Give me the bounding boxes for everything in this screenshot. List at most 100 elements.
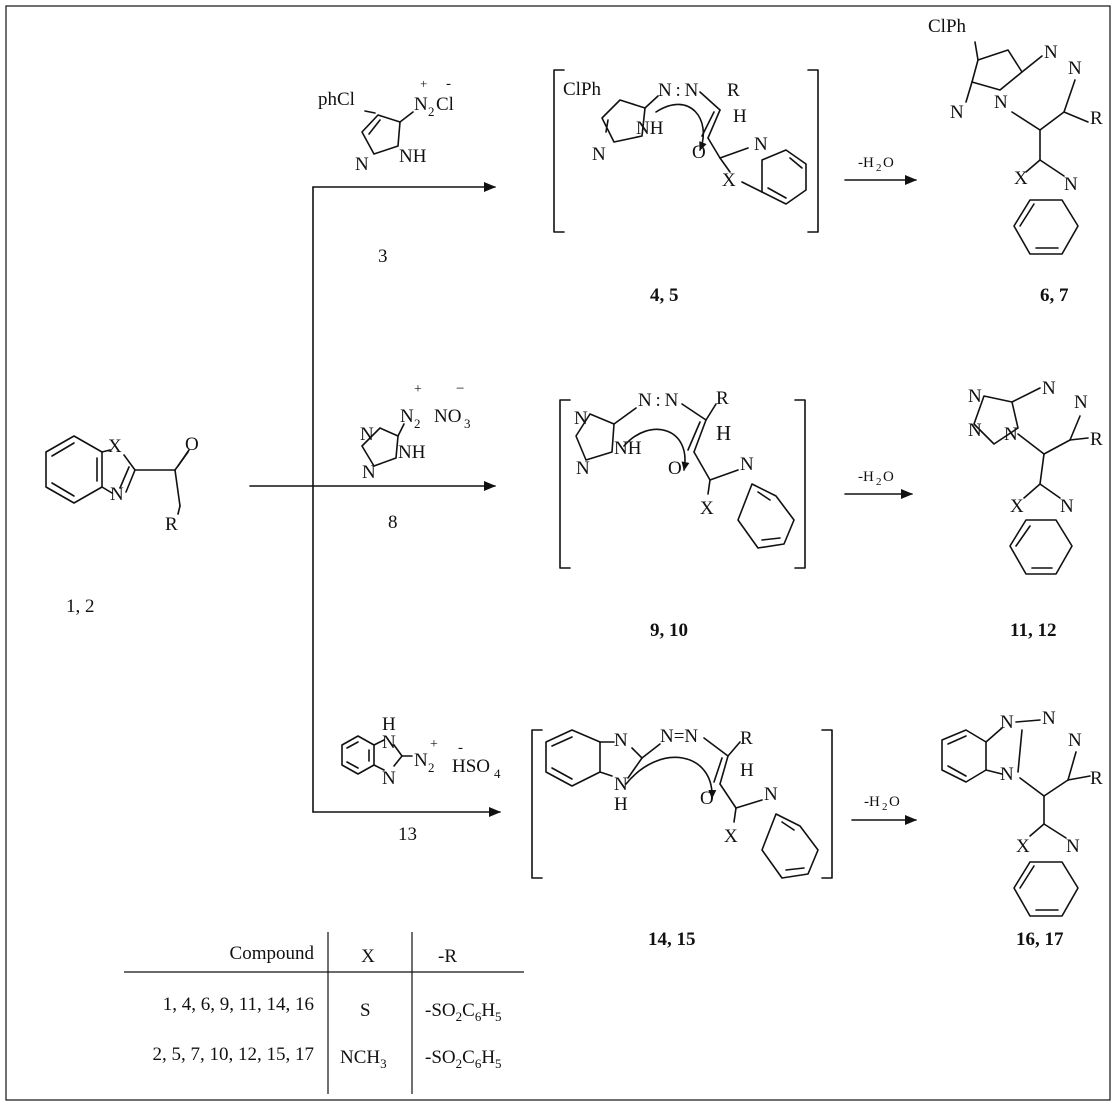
reagent-13-plus: + [430,737,438,752]
water-2-sub: 2 [876,476,882,488]
compound-label-14-15: 14, 15 [648,929,696,950]
intermediate-4-5: ClPh N : N R H O N X N NH [553,69,819,233]
int-9-10-x: X [700,498,714,519]
prod-6-7-n1: N [950,102,964,123]
water-1-h: -H [858,155,874,171]
product-16-17: N N N N R X N [941,708,1103,917]
int-4-5-r: R [727,80,740,101]
prod-16-17-x: X [1016,836,1030,857]
prod-6-7-n3: N [1044,42,1058,63]
int-9-10-h: H [716,421,731,445]
prod-16-17-n2: N [1000,764,1014,785]
compound-label-1-2: 1, 2 [66,596,95,617]
prod-11-12-x: X [1010,496,1024,517]
reagent-8-sub3: 3 [464,416,471,431]
reagent-3-phcl: phCl [318,89,355,110]
int-4-5-nh: NH [636,118,664,139]
int-4-5-o: O [692,142,706,163]
int-9-10-nh: NH [614,438,642,459]
int-9-10-n2: N [576,458,590,479]
atom-o: O [185,434,199,455]
reagent-3-nh: NH [399,146,427,167]
reagent-13-sub4: 4 [494,766,501,781]
int-14-15-h1: H [614,794,628,815]
int-4-5-n: N [754,134,768,155]
prod-16-17-n3: N [1042,708,1056,729]
intermediate-14-15: N N H N=N R H O N X [531,726,833,879]
prod-16-17-n1: N [1000,712,1014,733]
int-4-5-h: H [733,106,747,127]
int-14-15-n2: N [614,774,628,795]
reagent-13-h: H [382,714,396,735]
table-row-1-x: S [360,1000,371,1021]
int-9-10-r: R [716,388,729,409]
outer-frame [5,5,1111,1101]
atom-n: N [110,484,124,505]
prod-11-12-n4: N [1042,378,1056,399]
reagent-3-n: N [414,94,428,115]
reagent-13-hso: HSO [452,756,490,777]
reagent-8-n: N [400,406,414,427]
int-9-10-n1: N [574,408,588,429]
product-6-7: ClPh N N N N R X N [928,16,1103,255]
reagent-8-plus: + [414,382,422,397]
reagent-8-minus: − [456,381,464,397]
table-row-1-compounds: 1, 4, 6, 9, 11, 14, 16 [163,994,314,1015]
reagent-13-minus: - [458,740,463,756]
intermediate-9-10: N N NH N : N R H O N X [559,388,806,569]
table-header-compound: Compound [230,943,315,964]
reagent-3-minus: - [446,76,451,92]
prod-6-7-r: R [1090,108,1103,129]
prod-11-12-n1: N [968,386,982,407]
water-3-h: -H [864,794,880,810]
water-2-o: O [883,469,894,485]
water-1-sub: 2 [876,162,882,174]
table-header-r: -R [438,946,457,967]
reagent-13-n2: N [382,768,396,789]
compound-label-9-10: 9, 10 [650,620,688,641]
atom-r: R [165,514,178,535]
prod-11-12-n3: N [1004,424,1018,445]
reagent-3-n-ring: N [355,154,369,175]
compound-label-13: 13 [398,824,417,845]
table-row-1-r: -SO2C6H5 [425,1000,502,1024]
prod-11-12-r: R [1090,429,1103,450]
water-2-h: -H [858,469,874,485]
reagent-13: H N N + N 2 - HSO 4 [341,714,501,789]
int-4-5-n-ring: N [592,144,606,165]
label-water-1: -H 2 O [858,155,894,174]
compound-label-8: 8 [388,512,398,533]
prod-6-7-n2: N [994,92,1008,113]
prod-6-7-x: X [1014,168,1028,189]
reagent-8-n2: N [362,462,376,483]
int-14-15-azo: N=N [660,726,698,747]
int-14-15-n3: N [764,784,778,805]
int-9-10-o: O [668,458,682,479]
reagent-8-n1: N [360,424,374,445]
label-water-3: -H 2 O [864,794,900,813]
int-14-15-n1: N [614,730,628,751]
int-4-5-x: X [722,170,736,191]
prod-16-17-r: R [1090,768,1103,789]
reagent-8-nh: NH [398,442,426,463]
compound-label-3: 3 [378,246,388,267]
int-4-5-clph: ClPh [563,79,602,100]
prod-6-7-n5: N [1064,174,1078,195]
atom-x: X [108,436,122,457]
prod-11-12-n5: N [1074,392,1088,413]
reagent-3-cl: Cl [436,94,454,115]
compound-label-11-12: 11, 12 [1010,620,1056,641]
compound-label-4-5: 4, 5 [650,285,679,306]
compound-label-6-7: 6, 7 [1040,285,1069,306]
label-water-2: -H 2 O [858,469,894,488]
reagent-13-n: N [414,750,428,771]
starting-material-1-2: X N O R [45,434,199,535]
water-3-sub: 2 [882,801,888,813]
table-row-2-compounds: 2, 5, 7, 10, 12, 15, 17 [153,1044,315,1065]
prod-11-12-n6: N [1060,496,1074,517]
int-14-15-r: R [740,728,753,749]
table-row-2-x: NCH3 [340,1047,387,1071]
int-14-15-x: X [724,826,738,847]
prod-6-7-clph: ClPh [928,16,967,37]
prod-6-7-n4: N [1068,58,1082,79]
